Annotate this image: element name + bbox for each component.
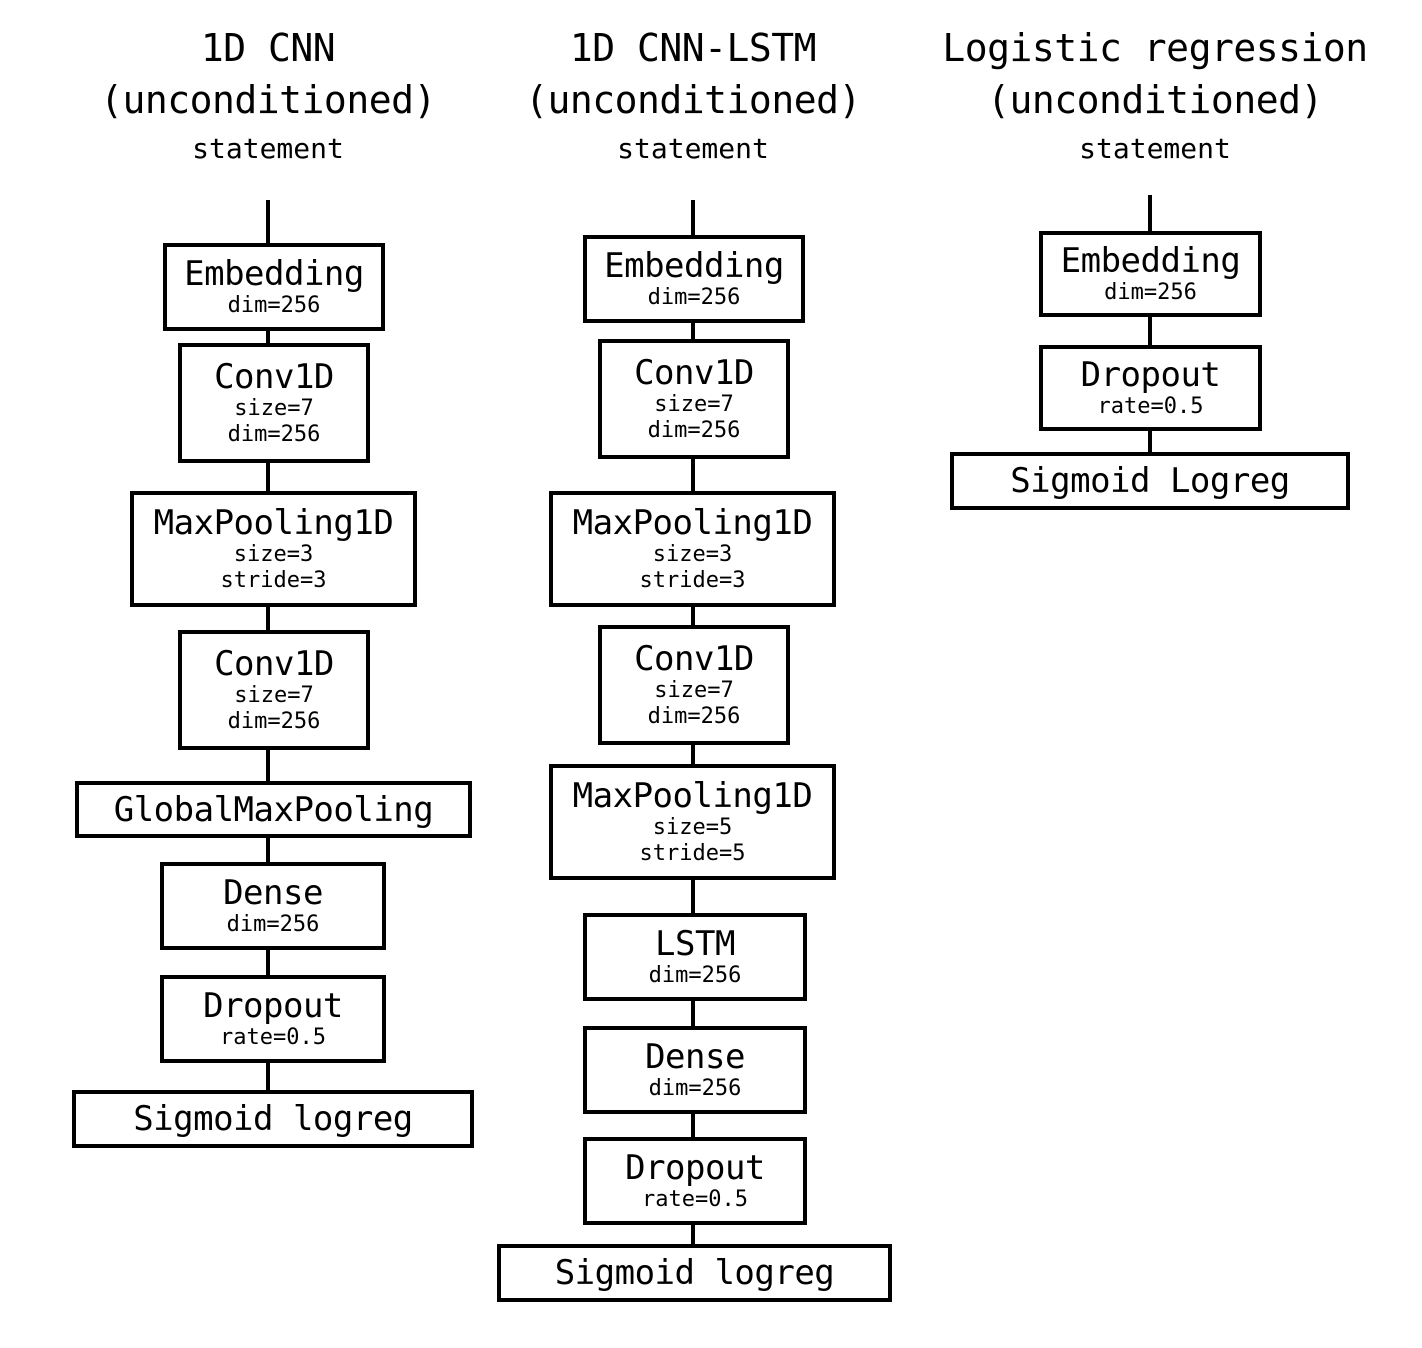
column-title-line1: 1D CNN — [200, 26, 336, 70]
layer-name: Conv1D — [214, 357, 334, 397]
layer-name: Dropout — [1080, 355, 1221, 395]
layer-node: Sigmoid Logreg — [950, 452, 1350, 510]
connector-edge — [691, 1223, 695, 1246]
connector-edge — [266, 748, 270, 783]
layer-param: size=7 — [234, 396, 314, 421]
connector-edge — [691, 1112, 695, 1139]
layer-param: dim=256 — [226, 912, 320, 937]
column-title-line1: 1D CNN-LSTM — [569, 26, 817, 70]
column-subtitle-cnn: statement — [192, 132, 344, 165]
layer-param: dim=256 — [647, 704, 741, 729]
layer-name: Conv1D — [634, 639, 754, 679]
layer-name: Dropout — [203, 986, 343, 1026]
layer-name: Sigmoid logreg — [133, 1099, 413, 1139]
layer-param: rate=0.5 — [642, 1187, 748, 1212]
layer-param: size=5 — [652, 815, 733, 840]
layer-param: rate=0.5 — [1097, 394, 1204, 419]
column-title-line2: (unconditioned) — [100, 78, 436, 122]
column-subtitle-cnn-lstm: statement — [617, 132, 769, 165]
layer-name: Dense — [223, 873, 323, 913]
column-title-line1: Logistic regression — [942, 26, 1368, 70]
layer-name: Dropout — [625, 1148, 765, 1188]
layer-param: size=3 — [652, 542, 733, 567]
layer-name: Embedding — [604, 246, 784, 286]
layer-name: MaxPooling1D — [572, 776, 813, 816]
connector-edge — [266, 605, 270, 632]
connector-edge — [691, 457, 695, 493]
connector-edge — [691, 605, 695, 627]
connector-edge — [266, 836, 270, 864]
connector-edge — [691, 743, 695, 766]
layer-param: size=3 — [233, 542, 314, 567]
connector-edge — [266, 329, 270, 345]
column-title-line2: (unconditioned) — [525, 78, 861, 122]
layer-param: dim=256 — [1104, 280, 1197, 305]
layer-param: dim=256 — [647, 418, 741, 443]
layer-node: GlobalMaxPooling — [75, 781, 472, 838]
layer-name: GlobalMaxPooling — [113, 789, 434, 830]
layer-name: MaxPooling1D — [572, 503, 813, 543]
connector-edge — [691, 321, 695, 341]
connector-edge — [691, 999, 695, 1028]
connector-edge — [266, 948, 270, 977]
connector-edge — [1148, 315, 1152, 347]
layer-name: Dense — [645, 1037, 745, 1077]
layer-name: Embedding — [184, 254, 364, 294]
column-title-logistic-regression: Logistic regression (unconditioned) — [910, 22, 1400, 126]
layer-param: rate=0.5 — [220, 1025, 326, 1050]
input-edge-cnn — [266, 200, 270, 245]
layer-param: size=7 — [234, 683, 314, 708]
column-subtitle-logistic-regression: statement — [1079, 132, 1231, 165]
connector-edge — [266, 1061, 270, 1092]
layer-name: Conv1D — [214, 644, 334, 684]
layer-name: Embedding — [1060, 241, 1241, 281]
column-title-line2: (unconditioned) — [987, 78, 1323, 122]
layer-param: dim=256 — [227, 422, 321, 447]
layer-name: LSTM — [655, 924, 735, 964]
layer-name: Sigmoid Logreg — [1010, 461, 1290, 501]
column-title-cnn: 1D CNN (unconditioned) — [30, 22, 506, 126]
layer-param: dim=256 — [647, 285, 741, 310]
connector-edge — [266, 461, 270, 493]
layer-node: Sigmoid logreg — [497, 1244, 892, 1302]
connector-edge — [691, 878, 695, 915]
column-title-cnn-lstm: 1D CNN-LSTM (unconditioned) — [455, 22, 931, 126]
layer-name: MaxPooling1D — [153, 503, 394, 543]
layer-param: size=7 — [654, 392, 734, 417]
layer-param: dim=256 — [227, 709, 321, 734]
layer-param: dim=256 — [227, 293, 321, 318]
layer-param: stride=3 — [220, 568, 327, 593]
layer-node: Sigmoid logreg — [72, 1090, 474, 1148]
layer-param: dim=256 — [648, 963, 742, 988]
layer-param: dim=256 — [648, 1076, 742, 1101]
layer-param: stride=5 — [639, 841, 746, 866]
layer-name: Conv1D — [634, 353, 754, 393]
connector-edge — [1148, 429, 1152, 454]
layer-name: Sigmoid logreg — [554, 1253, 835, 1293]
layer-param: size=7 — [654, 678, 734, 703]
input-edge-cnn-lstm — [691, 200, 695, 237]
input-edge-logistic-regression — [1148, 195, 1152, 233]
layer-param: stride=3 — [639, 568, 746, 593]
